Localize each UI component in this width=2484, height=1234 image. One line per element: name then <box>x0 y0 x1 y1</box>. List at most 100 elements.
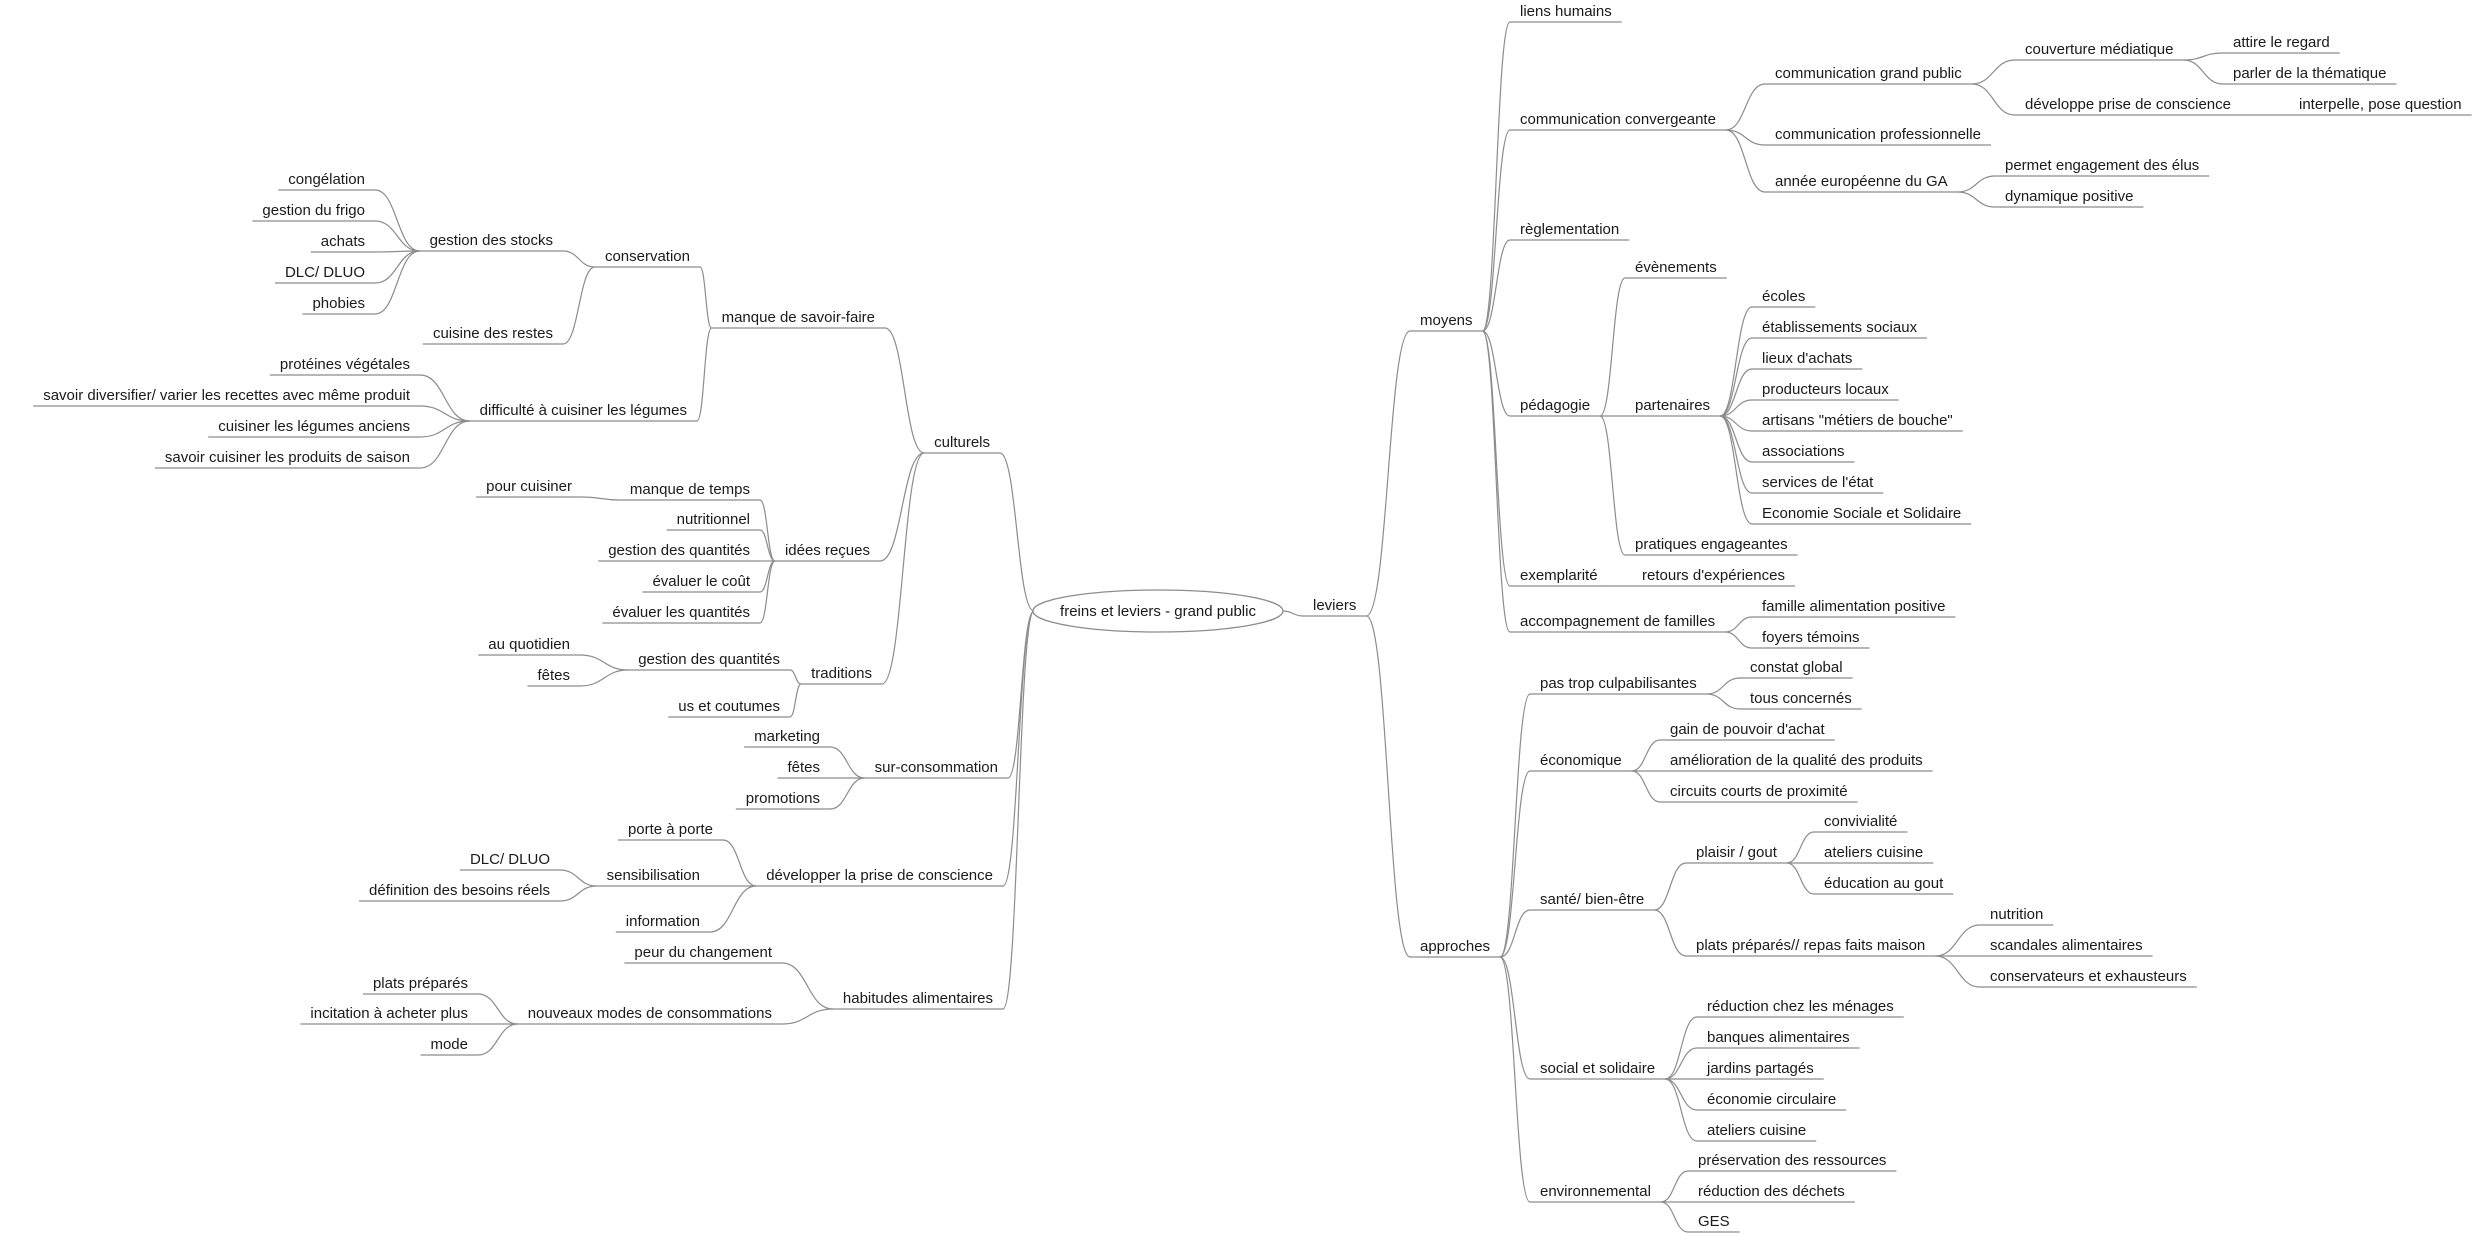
node-partenaires[interactable]: partenaires <box>1625 397 1721 417</box>
node-evenements[interactable]: évènements <box>1625 259 1727 279</box>
node-services-de-l-etat[interactable]: services de l'état <box>1752 474 1884 494</box>
node-plats-prepares[interactable]: plats préparés <box>362 975 478 995</box>
node-fetes[interactable]: fêtes <box>527 667 580 687</box>
node-plaisir-gout[interactable]: plaisir / gout <box>1686 844 1787 864</box>
node-proteines-vegetales[interactable]: protéines végétales <box>269 356 420 376</box>
node-cuisiner-les-legumes-anciens[interactable]: cuisiner les légumes anciens <box>208 418 420 438</box>
node-marketing[interactable]: marketing <box>744 728 830 748</box>
node-tous-concernes[interactable]: tous concernés <box>1740 690 1862 710</box>
node-permet-engagement-des-elus[interactable]: permet engagement des élus <box>1995 157 2210 177</box>
node-retours-d-experiences[interactable]: retours d'expériences <box>1632 567 1795 587</box>
node-constat-global[interactable]: constat global <box>1740 659 1853 679</box>
node-habitudes-alimentaires[interactable]: habitudes alimentaires <box>832 990 1003 1010</box>
node-associations[interactable]: associations <box>1752 443 1855 463</box>
node-peur-du-changement[interactable]: peur du changement <box>624 944 782 964</box>
node-gestion-des-quantites[interactable]: gestion des quantités <box>598 542 760 562</box>
node-traditions[interactable]: traditions <box>801 665 882 685</box>
node-dynamique-positive[interactable]: dynamique positive <box>1995 188 2144 208</box>
node-fetes[interactable]: fêtes <box>777 759 830 779</box>
node-foyers-temoins[interactable]: foyers témoins <box>1752 629 1870 649</box>
node-reduction-des-dechets[interactable]: réduction des déchets <box>1688 1183 1855 1203</box>
node-savoir-cuisiner-les-produits-de-saison[interactable]: savoir cuisiner les produits de saison <box>154 449 420 469</box>
node-manque-de-savoir-faire[interactable]: manque de savoir-faire <box>711 309 885 329</box>
node-pas-trop-culpabilisantes[interactable]: pas trop culpabilisantes <box>1530 675 1707 695</box>
node-nouveaux-modes-de-consommations[interactable]: nouveaux modes de consommations <box>517 1005 782 1025</box>
node-conservation[interactable]: conservation <box>594 248 700 268</box>
node-artisans-metiers-de-bouche[interactable]: artisans "métiers de bouche" <box>1752 412 1963 432</box>
node-famille-alimentation-positive[interactable]: famille alimentation positive <box>1752 598 1956 618</box>
node-culturels[interactable]: culturels <box>924 434 1000 454</box>
node-sante-bien-etre[interactable]: santé/ bien-être <box>1530 891 1655 911</box>
node-ecoles[interactable]: écoles <box>1752 288 1816 308</box>
node-economie-circulaire[interactable]: économie circulaire <box>1697 1091 1847 1111</box>
node-economique[interactable]: économique <box>1530 752 1632 772</box>
node-approches[interactable]: approches <box>1410 938 1501 958</box>
node-communication-professionnelle[interactable]: communication professionnelle <box>1765 126 1991 146</box>
node-porte-a-porte[interactable]: porte à porte <box>617 821 723 841</box>
node-conservateurs-et-exhausteurs[interactable]: conservateurs et exhausteurs <box>1980 968 2197 988</box>
node-preservation-des-ressources[interactable]: préservation des ressources <box>1688 1152 1897 1172</box>
node-pratiques-engageantes[interactable]: pratiques engageantes <box>1625 536 1798 556</box>
node-sensibilisation[interactable]: sensibilisation <box>596 867 710 887</box>
node-reglementation[interactable]: règlementation <box>1510 221 1630 241</box>
node-environnemental[interactable]: environnemental <box>1530 1183 1661 1203</box>
node-promotions[interactable]: promotions <box>735 790 830 810</box>
node-couverture-mediatique[interactable]: couverture médiatique <box>2015 41 2184 61</box>
node-leviers[interactable]: leviers <box>1303 597 1367 617</box>
node-idees-recues[interactable]: idées reçues <box>774 542 880 562</box>
node-phobies[interactable]: phobies <box>302 295 375 315</box>
node-convivialite[interactable]: convivialité <box>1814 813 1908 833</box>
node-exemplarite[interactable]: exemplarité <box>1510 567 1608 587</box>
node-au-quotidien[interactable]: au quotidien <box>478 636 580 656</box>
node-ges[interactable]: GES <box>1688 1213 1740 1233</box>
node-accompagnement-de-familles[interactable]: accompagnement de familles <box>1510 613 1726 633</box>
node-pour-cuisiner[interactable]: pour cuisiner <box>476 478 582 498</box>
node-manque-de-temps[interactable]: manque de temps <box>619 481 760 501</box>
node-producteurs-locaux[interactable]: producteurs locaux <box>1752 381 1899 401</box>
node-cuisine-des-restes[interactable]: cuisine des restes <box>422 325 563 345</box>
node-dlc-dluo[interactable]: DLC/ DLUO <box>274 264 375 284</box>
node-gestion-du-frigo[interactable]: gestion du frigo <box>252 202 375 222</box>
node-dlc-dluo[interactable]: DLC/ DLUO <box>459 851 560 871</box>
node-jardins-partages[interactable]: jardins partagés <box>1697 1060 1824 1080</box>
node-plats-prepares-repas-faits-maison[interactable]: plats préparés// repas faits maison <box>1686 937 1936 957</box>
node-gain-de-pouvoir-d-achat[interactable]: gain de pouvoir d'achat <box>1660 721 1835 741</box>
node-communication-grand-public[interactable]: communication grand public <box>1765 65 1972 85</box>
node-economie-sociale-et-solidaire[interactable]: Economie Sociale et Solidaire <box>1752 505 1972 525</box>
node-congelation[interactable]: congélation <box>278 171 375 191</box>
node-difficulte-a-cuisiner-les-legumes[interactable]: difficulté à cuisiner les légumes <box>469 402 697 422</box>
node-banques-alimentaires[interactable]: banques alimentaires <box>1697 1029 1860 1049</box>
node-education-au-gout[interactable]: éducation au gout <box>1814 875 1954 895</box>
node-liens-humains[interactable]: liens humains <box>1510 3 1622 23</box>
node-developper-la-prise-de-conscience[interactable]: développer la prise de conscience <box>756 867 1003 887</box>
node-annee-europeenne-du-ga[interactable]: année européenne du GA <box>1765 173 1958 193</box>
node-nutrition[interactable]: nutrition <box>1980 906 2054 926</box>
node-us-et-coutumes[interactable]: us et coutumes <box>668 698 790 718</box>
node-reduction-chez-les-menages[interactable]: réduction chez les ménages <box>1697 998 1904 1018</box>
node-ateliers-cuisine[interactable]: ateliers cuisine <box>1697 1122 1817 1142</box>
node-etablissements-sociaux[interactable]: établissements sociaux <box>1752 319 1928 339</box>
node-interpelle-pose-question[interactable]: interpelle, pose question <box>2289 96 2472 116</box>
node-communication-convergeante[interactable]: communication convergeante <box>1510 111 1726 131</box>
node-amelioration-de-la-qualite-des-produits[interactable]: amélioration de la qualité des produits <box>1660 752 1933 772</box>
node-savoir-diversifier-varier-les-recettes-a[interactable]: savoir diversifier/ varier les recettes … <box>33 387 420 407</box>
node-developpe-prise-de-conscience[interactable]: développe prise de conscience <box>2015 96 2241 116</box>
node-definition-des-besoins-reels[interactable]: définition des besoins réels <box>359 882 560 902</box>
node-information[interactable]: information <box>615 913 710 933</box>
node-attire-le-regard[interactable]: attire le regard <box>2223 34 2340 54</box>
node-lieux-d-achats[interactable]: lieux d'achats <box>1752 350 1863 370</box>
node-parler-de-la-thematique[interactable]: parler de la thématique <box>2223 65 2397 85</box>
root-node[interactable]: freins et leviers - grand public <box>1032 589 1284 633</box>
node-ateliers-cuisine[interactable]: ateliers cuisine <box>1814 844 1934 864</box>
node-gestion-des-quantites[interactable]: gestion des quantités <box>628 651 790 671</box>
node-evaluer-le-cout[interactable]: évaluer le coût <box>642 573 760 593</box>
node-pedagogie[interactable]: pédagogie <box>1510 397 1601 417</box>
node-gestion-des-stocks[interactable]: gestion des stocks <box>419 232 563 252</box>
node-moyens[interactable]: moyens <box>1410 312 1483 332</box>
node-circuits-courts-de-proximite[interactable]: circuits courts de proximité <box>1660 783 1858 803</box>
node-mode[interactable]: mode <box>420 1036 478 1056</box>
node-sur-consommation[interactable]: sur-consommation <box>864 759 1008 779</box>
node-incitation-a-acheter-plus[interactable]: incitation à acheter plus <box>300 1005 478 1025</box>
node-nutritionnel[interactable]: nutritionnel <box>666 511 760 531</box>
node-social-et-solidaire[interactable]: social et solidaire <box>1530 1060 1666 1080</box>
